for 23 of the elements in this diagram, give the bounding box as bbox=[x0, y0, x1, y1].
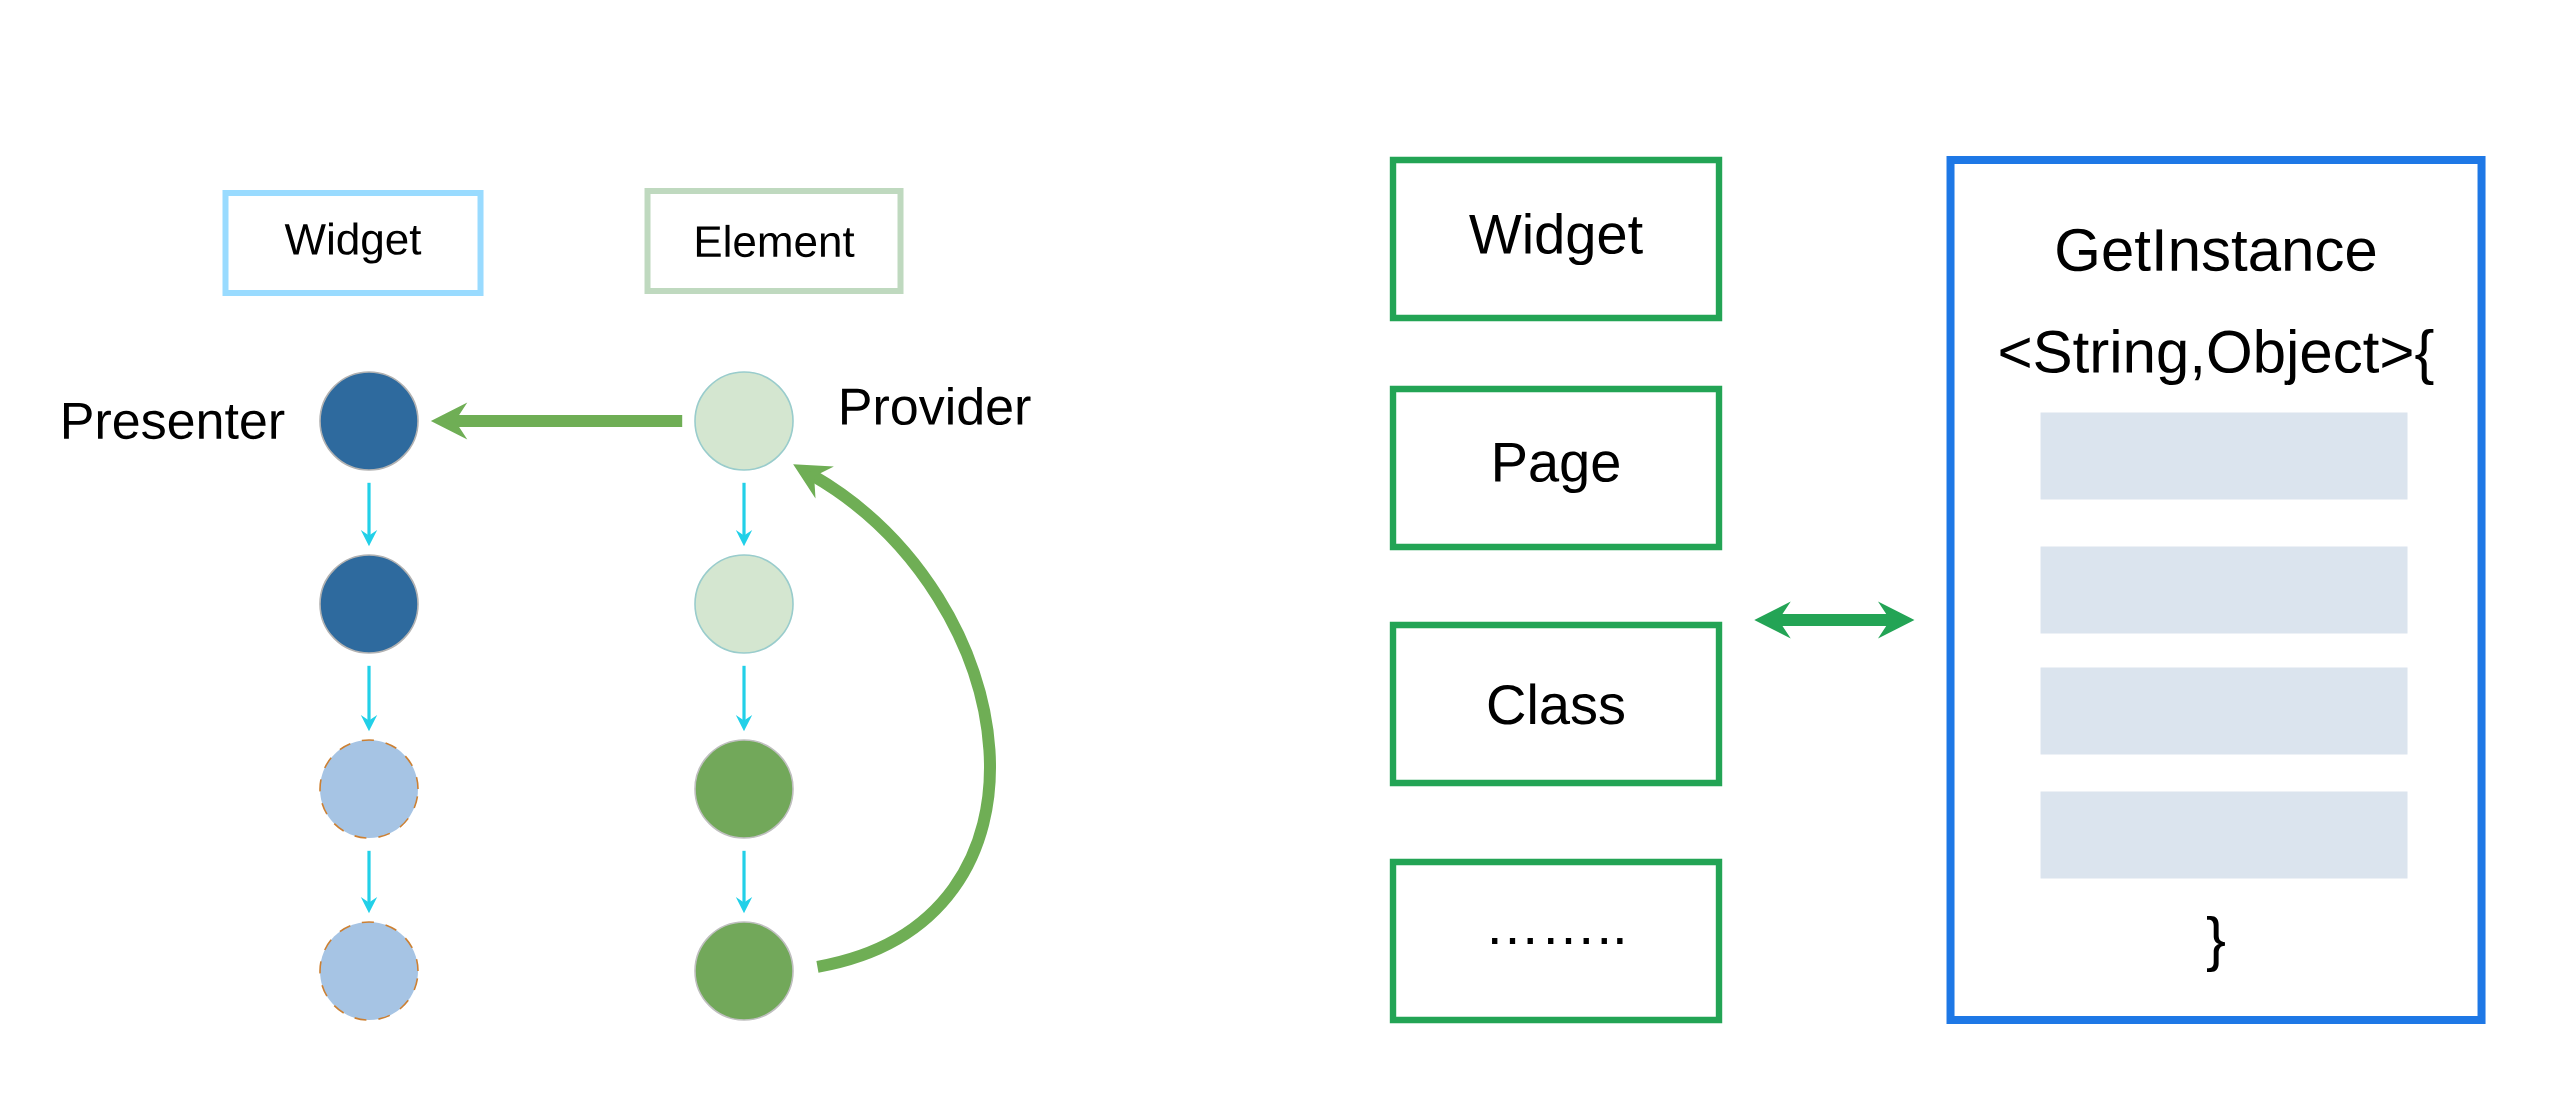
node-label: Presenter bbox=[64, 402, 285, 440]
entry-bar bbox=[2040, 412, 2408, 500]
circle bbox=[694, 921, 794, 1021]
circle bbox=[319, 371, 419, 471]
element-box: Element bbox=[644, 188, 904, 294]
widget-box: Widget bbox=[222, 190, 484, 296]
circle bbox=[694, 554, 794, 654]
box: Class bbox=[1389, 621, 1723, 787]
box-text: } bbox=[2207, 916, 2225, 972]
circle bbox=[319, 739, 419, 839]
circle bbox=[694, 371, 794, 471]
box: Page bbox=[1389, 385, 1723, 551]
entry-bar bbox=[2040, 667, 2408, 755]
node-label: Provider bbox=[842, 386, 1031, 426]
circle bbox=[319, 921, 419, 1021]
circle bbox=[694, 739, 794, 839]
entry-bar bbox=[2040, 791, 2408, 879]
box-text: <String,Object>{ bbox=[2000, 329, 2434, 385]
box: …….. bbox=[1389, 858, 1723, 1024]
box: Widget bbox=[1389, 156, 1723, 322]
circle bbox=[319, 554, 419, 654]
entry-bar bbox=[2040, 546, 2408, 634]
box-text: GetInstance bbox=[2057, 228, 2376, 272]
